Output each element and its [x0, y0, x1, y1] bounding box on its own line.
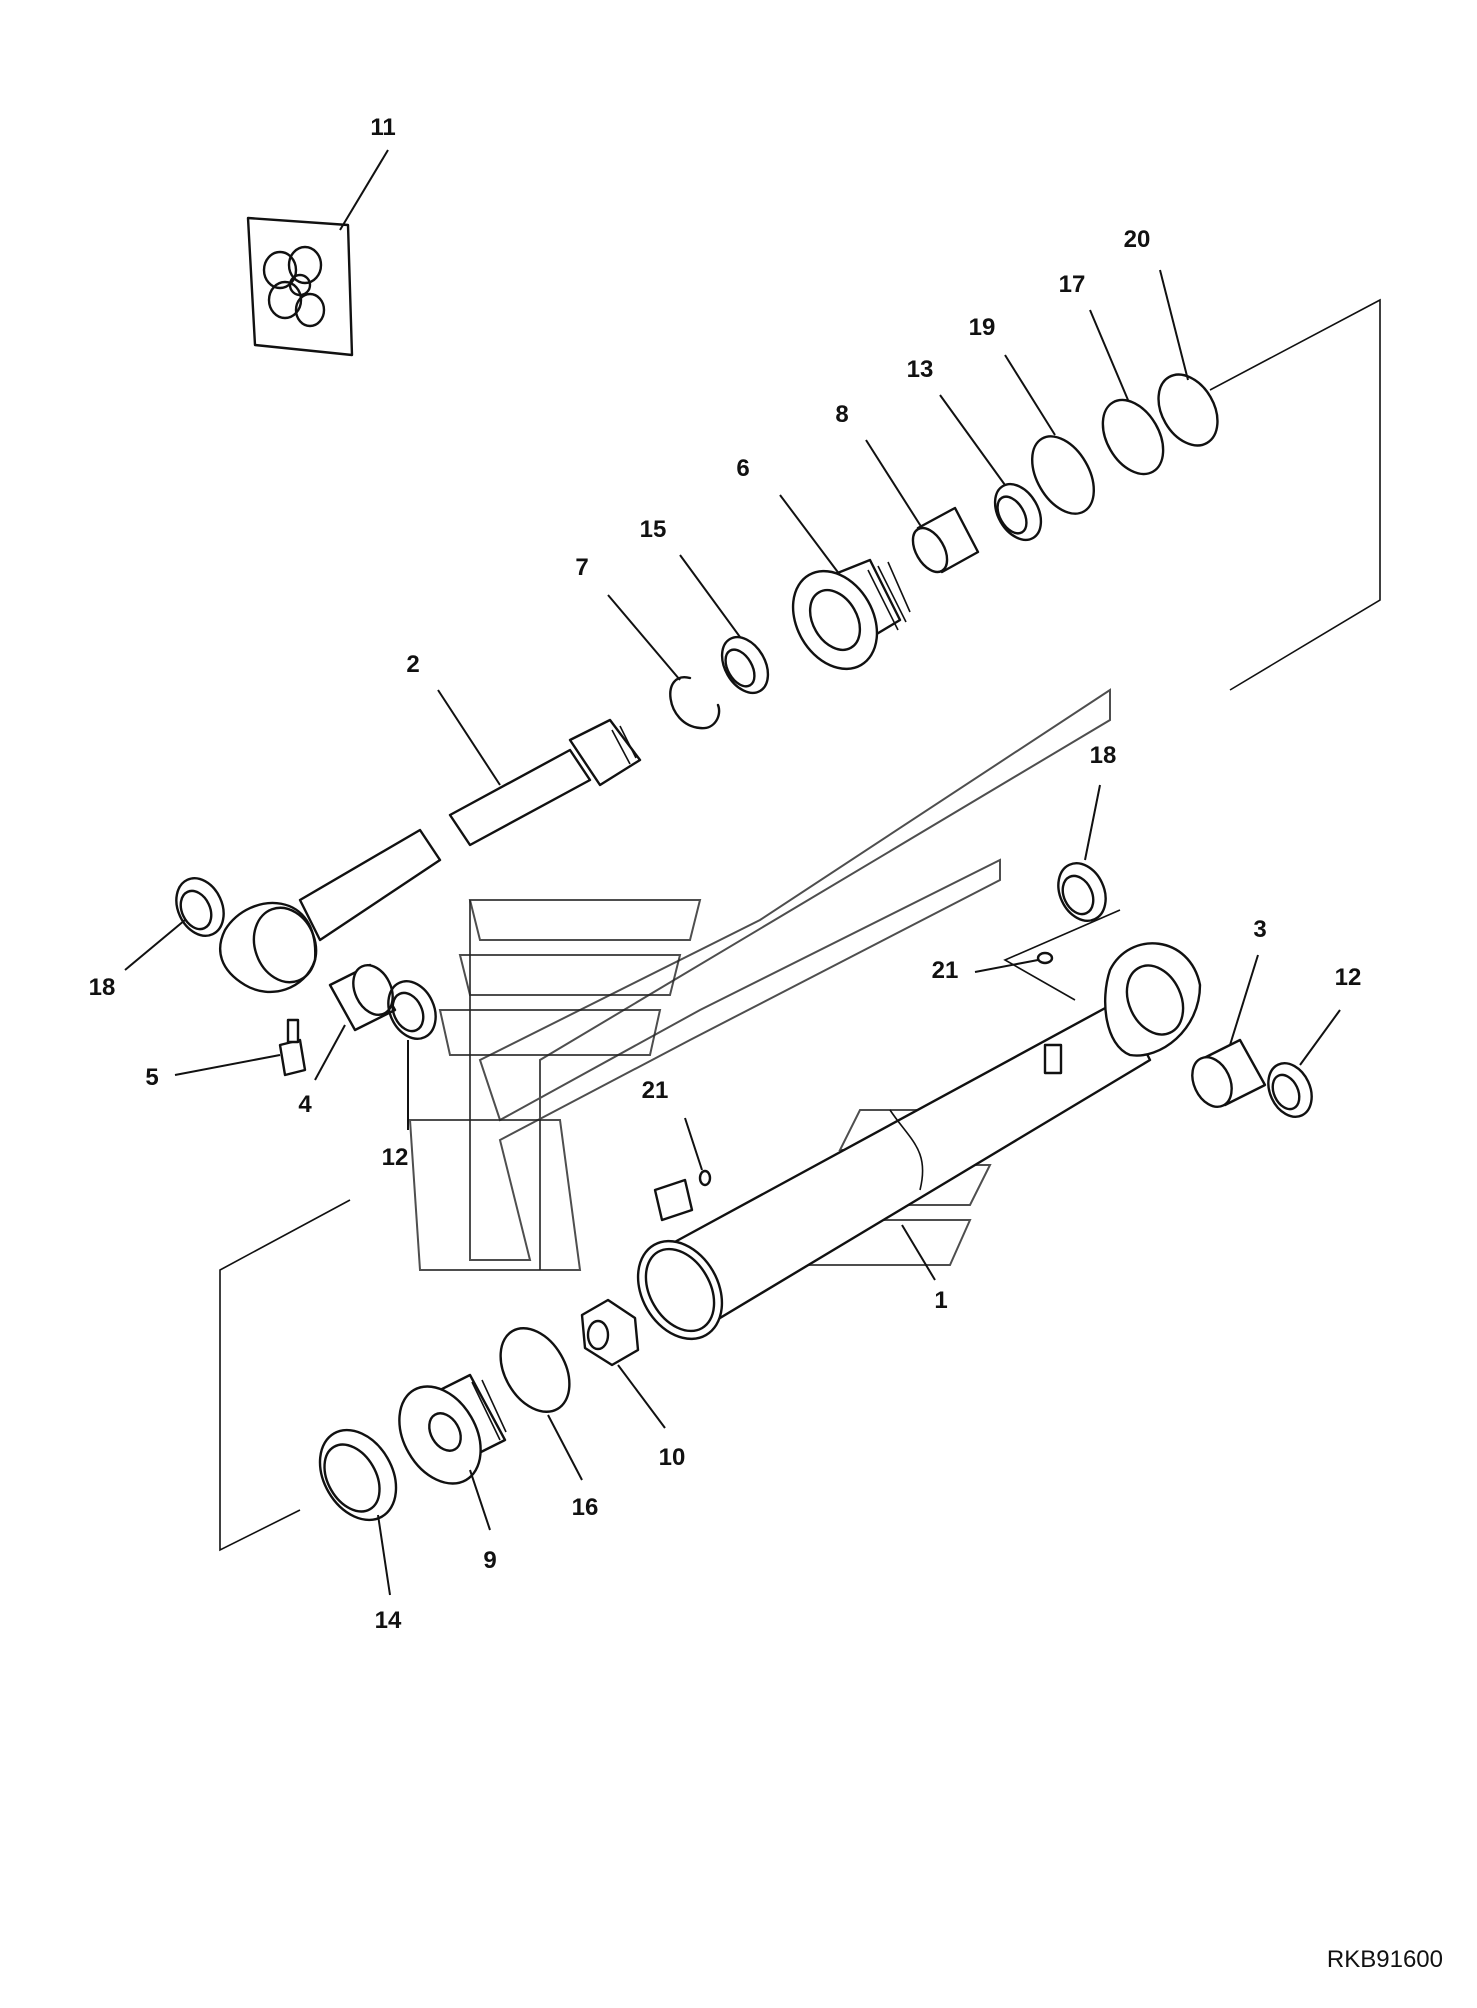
callout-21-right: 21 [932, 957, 959, 984]
watermark-logo [408, 688, 1111, 1271]
ring-part-20 [1157, 373, 1219, 447]
leader-lines [124, 149, 1341, 1596]
callout-21-left: 21 [642, 1077, 669, 1104]
ring-part-12-middle [387, 980, 437, 1040]
ring-part-17 [1101, 398, 1165, 476]
callout-10: 10 [659, 1444, 686, 1471]
callout-12-right: 12 [1335, 964, 1362, 991]
callout-labels: 11 20 17 19 13 8 6 15 7 2 18 18 3 12 21 … [89, 114, 1362, 1634]
callout-2: 2 [406, 651, 419, 678]
piston-part-9 [398, 1373, 507, 1485]
gland-part-6 [791, 558, 911, 671]
o-ring-part-21-right [1036, 951, 1054, 965]
ring-part-19 [1031, 435, 1095, 515]
callout-13: 13 [907, 356, 934, 383]
callout-15: 15 [640, 516, 667, 543]
drawing-code: RKB91600 [1327, 1946, 1443, 1973]
callout-6: 6 [736, 455, 749, 482]
callout-7: 7 [575, 554, 588, 581]
ring-part-18-left [175, 877, 225, 937]
callout-3: 3 [1253, 916, 1266, 943]
o-ring-part-21-left [698, 1169, 712, 1187]
cylinder-tube-part-1 [636, 942, 1202, 1341]
bushing-part-8 [911, 506, 980, 574]
callout-5: 5 [145, 1064, 158, 1091]
ring-part-14 [318, 1428, 398, 1522]
callout-12-middle: 12 [382, 1144, 409, 1171]
callout-1: 1 [934, 1287, 947, 1314]
callout-14: 14 [375, 1607, 402, 1634]
snap-ring-part-7 [669, 676, 721, 730]
bushing-part-3 [1191, 1038, 1267, 1108]
callout-19: 19 [969, 314, 996, 341]
callout-20: 20 [1124, 226, 1151, 253]
seal-kit-bag [246, 216, 354, 357]
callout-4: 4 [298, 1091, 312, 1118]
ring-part-15 [720, 635, 770, 695]
callout-18-left: 18 [89, 974, 116, 1001]
ring-part-12-right [1267, 1062, 1313, 1118]
ring-part-16 [499, 1327, 571, 1413]
nut-part-10 [580, 1298, 640, 1367]
callout-9: 9 [483, 1547, 496, 1574]
callout-8: 8 [835, 401, 848, 428]
section-boundary-lines [219, 298, 1381, 1552]
piston-rod-part-2 [218, 718, 642, 994]
wear-ring-part-13 [993, 482, 1043, 542]
callout-18-right: 18 [1090, 742, 1117, 769]
ring-part-18-right [1057, 862, 1107, 922]
callout-16: 16 [572, 1494, 599, 1521]
grease-fitting-part-5 [278, 1018, 307, 1077]
bushing-part-4 [328, 963, 397, 1032]
callout-11: 11 [370, 114, 395, 141]
callout-17: 17 [1059, 271, 1086, 298]
